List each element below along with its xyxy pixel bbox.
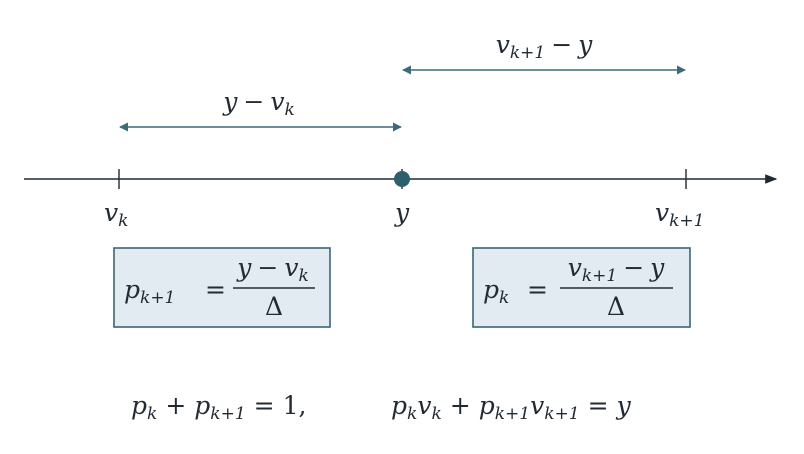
constraint2-t1a-sub: k bbox=[407, 404, 417, 424]
constraint2-plus: + bbox=[450, 391, 471, 420]
formula-left-numerator: y−vk bbox=[236, 253, 309, 286]
point-y-marker bbox=[394, 171, 410, 187]
distance-left-a: y bbox=[222, 87, 238, 116]
formula-right-num-op: − bbox=[623, 253, 644, 282]
label-vk1-sub: k+1 bbox=[669, 211, 704, 231]
constraint2-t1b: v bbox=[417, 391, 431, 420]
constraint2-t1a: p bbox=[391, 391, 407, 420]
formula-box-right: pk = vk+1−y Δ bbox=[472, 247, 691, 328]
formula-left-denominator: Δ bbox=[265, 292, 283, 321]
constraint2-t2b: v bbox=[530, 391, 544, 420]
label-vk: vk bbox=[104, 198, 128, 231]
formula-box-left: pk+1 = y−vk Δ bbox=[113, 247, 331, 328]
constraint1-t2-sub: k+1 bbox=[210, 404, 245, 424]
formula-right-lhs: pk bbox=[483, 275, 509, 308]
label-y: y bbox=[394, 198, 410, 227]
label-vk-base: v bbox=[104, 198, 118, 227]
distance-right-a-sub: k+1 bbox=[510, 43, 545, 63]
distance-right-b: y bbox=[577, 30, 593, 59]
formula-right-lhs-sub: k bbox=[499, 288, 509, 308]
constraint2-t1b-sub: k bbox=[431, 404, 441, 424]
constraint1-t1: p bbox=[131, 391, 147, 420]
constraint2-eq: = bbox=[588, 391, 609, 420]
constraint1-plus: + bbox=[165, 391, 186, 420]
constraint-mean-equals-y: pkvk+pk+1vk+1=y bbox=[391, 391, 632, 424]
formula-left-eq: = bbox=[205, 275, 226, 304]
formula-left-num-op: − bbox=[257, 253, 278, 282]
distance-left-b-sub: k bbox=[284, 100, 294, 120]
constraint2-rhs: y bbox=[616, 391, 632, 420]
formula-right-num-a-sub: k+1 bbox=[582, 266, 617, 286]
formula-left-lhs-base: p bbox=[124, 275, 140, 304]
constraint2-t2a: p bbox=[479, 391, 495, 420]
constraint2-t2a-sub: k+1 bbox=[495, 404, 530, 424]
distance-right-a: v bbox=[496, 30, 510, 59]
distance-left-b: v bbox=[270, 87, 284, 116]
formula-right-lhs-base: p bbox=[483, 275, 499, 304]
distance-right-op: − bbox=[551, 30, 572, 59]
formula-right-eq: = bbox=[527, 275, 548, 304]
formula-right-num-a: v bbox=[568, 253, 582, 282]
formula-left-num-a: y bbox=[236, 253, 252, 282]
formula-left-num-b: v bbox=[284, 253, 298, 282]
formula-left-num-b-sub: k bbox=[298, 266, 308, 286]
constraint1-rhs: 1, bbox=[283, 391, 307, 420]
label-vk-sub: k bbox=[118, 211, 128, 231]
distance-label-left: y−vk bbox=[222, 87, 295, 120]
formula-left-lhs-sub: k+1 bbox=[140, 288, 175, 308]
constraint2-t2b-sub: k+1 bbox=[544, 404, 579, 424]
label-vk1: vk+1 bbox=[655, 198, 705, 231]
formula-right-numerator: vk+1−y bbox=[568, 253, 665, 286]
constraint-sum-to-one: pk+pk+1=1, bbox=[131, 391, 306, 424]
formula-right-denominator: Δ bbox=[607, 292, 625, 321]
distance-label-right: vk+1−y bbox=[496, 30, 593, 63]
formula-right-num-b: y bbox=[649, 253, 665, 282]
constraint1-t1-sub: k bbox=[147, 404, 157, 424]
constraint1-eq: = bbox=[254, 391, 275, 420]
formula-left-lhs: pk+1 bbox=[124, 275, 175, 308]
constraint1-t2: p bbox=[194, 391, 210, 420]
label-vk1-base: v bbox=[655, 198, 669, 227]
distance-left-op: − bbox=[243, 87, 264, 116]
